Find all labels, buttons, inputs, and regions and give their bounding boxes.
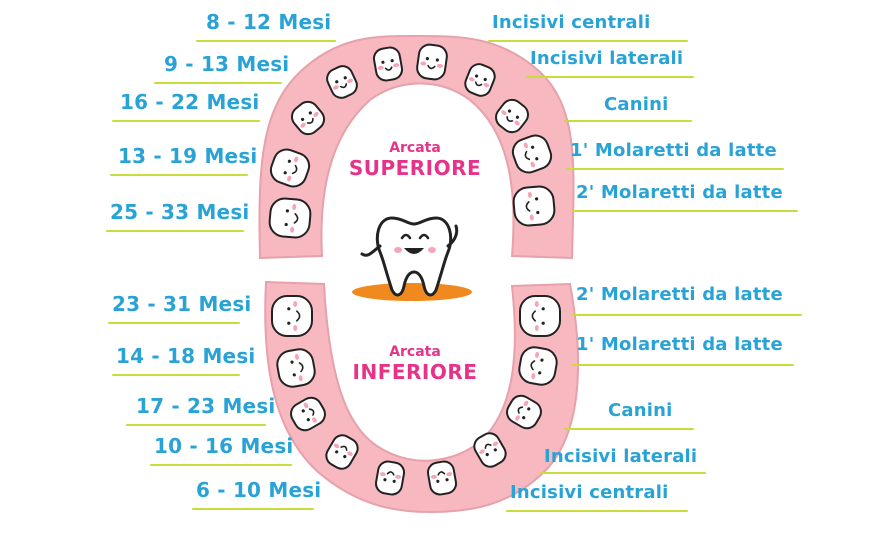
- upper-tooth-first-molar-left: [269, 148, 311, 188]
- lower-arch-title-small: Arcata: [389, 344, 441, 360]
- lower-tooth-first-molar-left: [276, 348, 316, 388]
- lower-tooth-lateral-right: [473, 432, 507, 468]
- lower-tooth-central-right: [426, 460, 458, 496]
- lower-tooth-label-central: Incisivi centrali: [506, 482, 688, 512]
- upper-tooth-label-second-molar: 2' Molaretti da latte: [572, 182, 798, 212]
- lower-tooth-first-molar-right: [518, 346, 558, 386]
- upper-tooth-central-left: [372, 46, 404, 82]
- lower-tooth-second-molar-right: [519, 295, 561, 337]
- upper-tooth-label-canine: Canini: [564, 94, 692, 122]
- lower-teeth: [271, 295, 561, 496]
- lower-tooth-central-left: [374, 460, 406, 496]
- upper-arch-title: Arcata SUPERIORE: [330, 140, 500, 180]
- upper-tooth-label-lateral: Incisivi laterali: [526, 48, 694, 78]
- upper-age-label-lateral: 9 - 13 Mesi: [154, 52, 289, 84]
- upper-tooth-central-right: [416, 43, 448, 81]
- lower-age-label-second-molar: 23 - 31 Mesi: [108, 292, 251, 324]
- lower-age-label-central: 6 - 10 Mesi: [192, 478, 321, 510]
- upper-age-label-central: 8 - 12 Mesi: [196, 10, 336, 42]
- upper-age-label-second-molar: 25 - 33 Mesi: [106, 200, 249, 232]
- lower-tooth-second-molar-left: [271, 295, 313, 337]
- lower-tooth-canine-right: [506, 394, 542, 430]
- upper-tooth-first-molar-right: [511, 134, 553, 174]
- mascot-tooth-icon: [352, 216, 472, 301]
- lower-tooth-label-lateral: Incisivi laterali: [540, 446, 706, 474]
- lower-arch-title: Arcata INFERIORE: [340, 344, 490, 384]
- upper-tooth-second-molar-right: [512, 185, 556, 227]
- upper-arch-title-big: SUPERIORE: [348, 156, 482, 180]
- upper-tooth-canine-left: [290, 100, 326, 136]
- lower-arch-title-big: INFERIORE: [352, 360, 478, 384]
- upper-tooth-canine-right: [495, 98, 529, 134]
- lower-tooth-label-first-molar: 1' Molaretti da latte: [572, 334, 794, 366]
- upper-tooth-lateral-left: [326, 65, 358, 99]
- lower-age-label-lateral: 10 - 16 Mesi: [150, 434, 293, 466]
- upper-age-label-first-molar: 13 - 19 Mesi: [110, 144, 257, 176]
- mascot-shadow: [352, 283, 472, 301]
- upper-tooth-second-molar-left: [268, 197, 312, 239]
- lower-tooth-label-second-molar: 2' Molaretti da latte: [572, 284, 802, 316]
- lower-age-label-first-molar: 14 - 18 Mesi: [112, 344, 255, 376]
- upper-arch-title-small: Arcata: [389, 140, 441, 156]
- upper-age-label-canine: 16 - 22 Mesi: [112, 90, 260, 122]
- upper-teeth: [268, 43, 556, 239]
- upper-tooth-label-first-molar: 1' Molaretti da latte: [566, 140, 784, 170]
- mascot-body: [375, 216, 453, 297]
- upper-tooth-lateral-right: [464, 63, 496, 97]
- lower-age-label-canine: 17 - 23 Mesi: [126, 394, 275, 426]
- lower-tooth-canine-left: [290, 396, 326, 432]
- lower-tooth-lateral-left: [325, 434, 359, 470]
- lower-tooth-label-canine: Canini: [564, 400, 694, 430]
- upper-tooth-label-central: Incisivi centrali: [488, 12, 688, 42]
